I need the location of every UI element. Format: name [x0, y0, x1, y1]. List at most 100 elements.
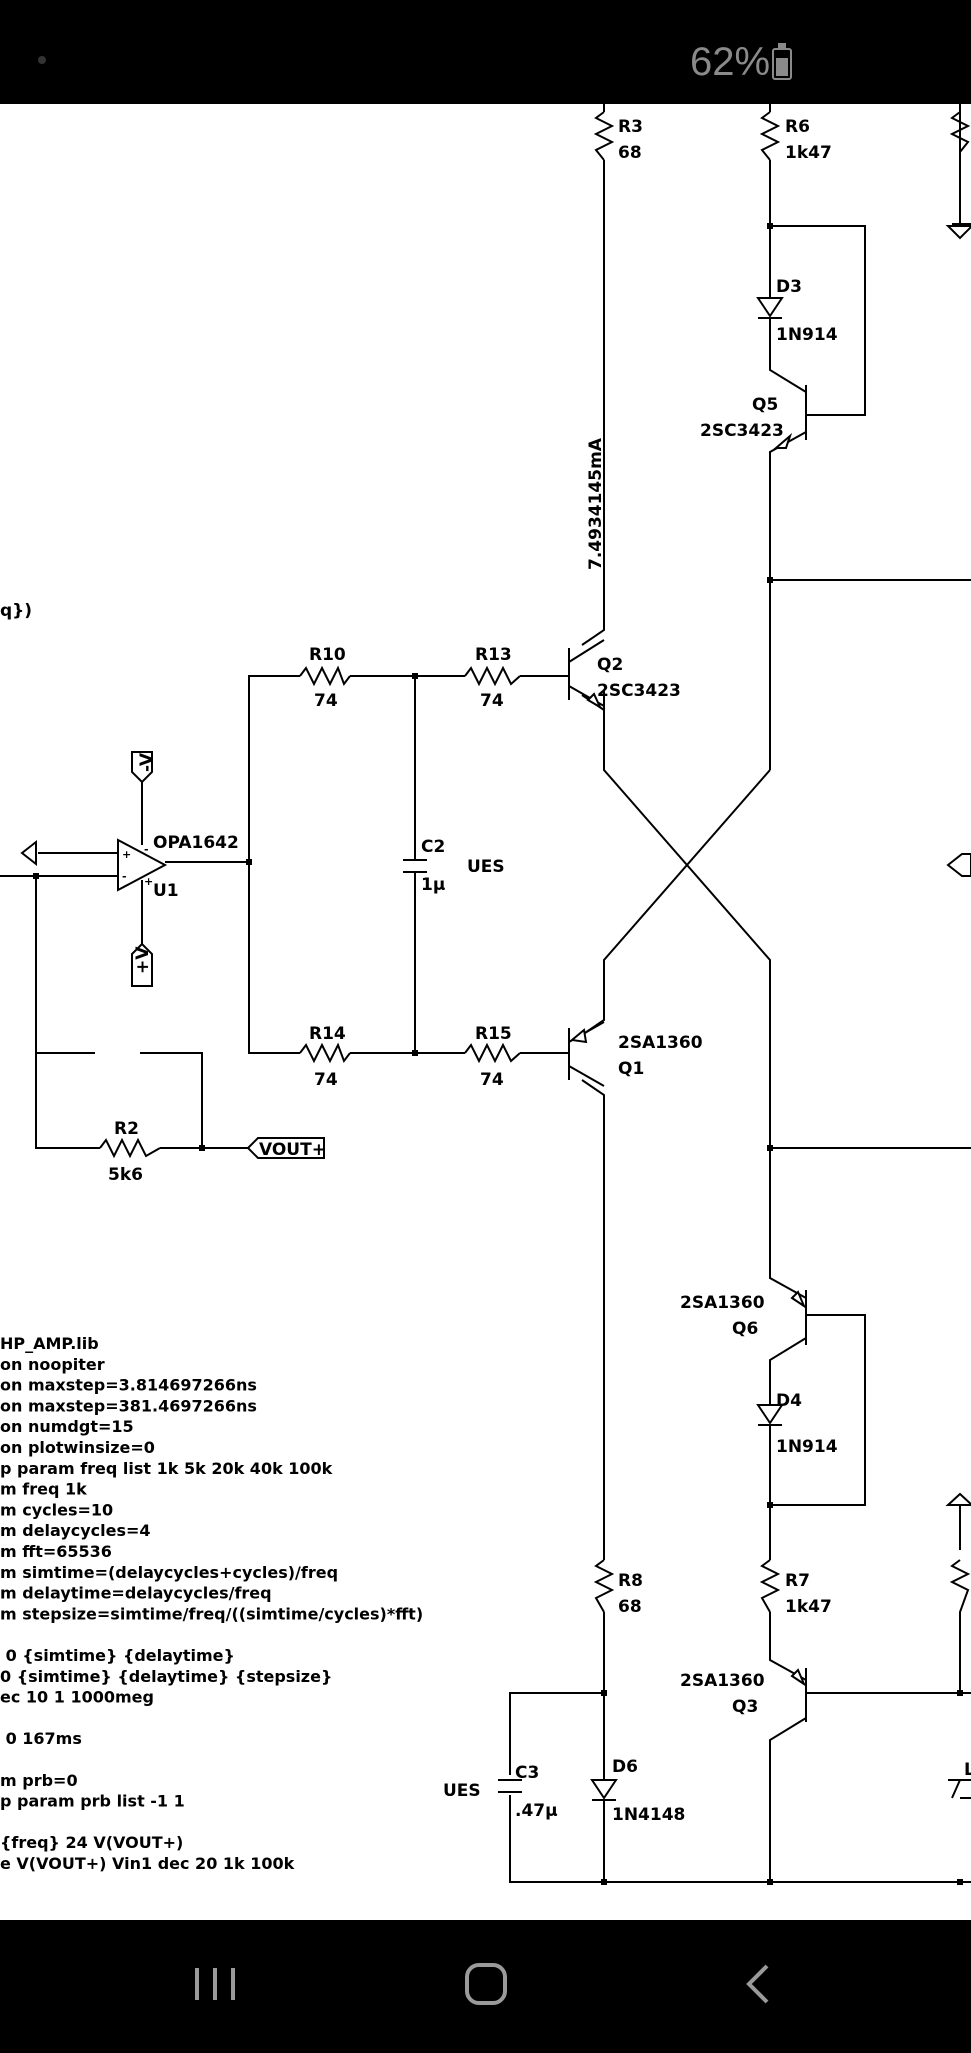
netlist-line: m prb=0 — [0, 1771, 78, 1790]
port-neg-label: -V — [137, 752, 157, 772]
r10-ref: R10 — [309, 645, 346, 665]
d4-ref: D4 — [776, 1391, 802, 1411]
capacitor-c3[interactable]: C3 .47µ UES — [443, 1763, 558, 1821]
netlist-line: ec 10 1 1000meg — [0, 1688, 154, 1707]
port-vout-label: VOUT+ — [259, 1140, 326, 1160]
q6-value: 2SA1360 — [680, 1293, 765, 1313]
netlist-line: {freq} 24 V(VOUT+) — [0, 1833, 183, 1852]
netlist-line: HP_AMP.lib — [0, 1334, 99, 1353]
back-button[interactable] — [697, 1920, 817, 2048]
diode-d4[interactable]: D4 1N914 — [756, 1391, 838, 1457]
resistor-r15[interactable]: R15 74 — [464, 1024, 521, 1090]
partial-text: q}) — [0, 601, 32, 621]
resistor-r14[interactable]: R14 74 — [299, 1024, 351, 1090]
netlist-line: on numdgt=15 — [0, 1417, 134, 1436]
resistor-r10[interactable]: R10 74 — [299, 645, 351, 711]
resistor-r3[interactable]: R3 68 — [593, 111, 643, 163]
c3-note: UES — [443, 1781, 481, 1801]
r6-value: 1k47 — [785, 143, 832, 163]
partial-supply-bottom — [945, 1492, 971, 1506]
d4-value: 1N914 — [776, 1437, 838, 1457]
port-pos-label: +V — [133, 946, 153, 974]
d3-ref: D3 — [776, 277, 802, 297]
netlist-line: m delaytime=delaycycles/freq — [0, 1584, 272, 1603]
partial-ground-top — [945, 225, 971, 240]
current-annotation: 7.4934145mA — [586, 437, 606, 570]
q2-value: 2SC3423 — [597, 681, 681, 701]
svg-text:-: - — [144, 843, 149, 856]
diode-d3[interactable]: D3 1N914 — [756, 277, 838, 345]
transistor-q6[interactable]: 2SA1360 Q6 — [680, 1290, 807, 1345]
c2-note: UES — [467, 857, 505, 877]
netlist-line: e V(VOUT+) Vin1 dec 20 1k 100k — [0, 1854, 295, 1873]
r3-value: 68 — [618, 143, 642, 163]
q5-ref: Q5 — [752, 395, 778, 415]
transistor-q1[interactable]: 2SA1360 Q1 — [568, 1021, 703, 1087]
d6-ref: D6 — [612, 1757, 638, 1777]
resistor-r2[interactable]: R2 5k6 — [99, 1119, 161, 1185]
r2-value: 5k6 — [108, 1165, 143, 1185]
recents-button[interactable] — [155, 1920, 275, 2048]
partial-diode-right — [948, 1779, 971, 1799]
schematic-canvas[interactable]: R3 68 R6 1k47 R10 74 R13 74 R14 74 R15 7… — [0, 104, 971, 1920]
home-icon — [465, 1963, 507, 2005]
wires — [0, 104, 971, 1883]
netlist-line: m delaycycles=4 — [0, 1521, 151, 1540]
transistor-q3[interactable]: 2SA1360 Q3 — [680, 1668, 807, 1722]
c2-ref: C2 — [421, 837, 445, 857]
netlist-line: 0 {simtime} {delaytime} {stepsize} — [0, 1667, 332, 1686]
svg-text:-: - — [122, 870, 127, 883]
u1-ref: U1 — [153, 881, 179, 901]
netlist-line: m cycles=10 — [0, 1500, 113, 1519]
r7-ref: R7 — [785, 1571, 810, 1591]
netlist-line: 0 {simtime} {delaytime} — [0, 1646, 235, 1665]
netlist-line: on maxstep=381.4697266ns — [0, 1396, 257, 1415]
capacitor-c2[interactable]: C2 1µ UES — [403, 837, 505, 895]
q1-ref: Q1 — [618, 1059, 644, 1079]
r10-value: 74 — [314, 691, 338, 711]
r6-ref: R6 — [785, 117, 810, 137]
port-vout[interactable]: VOUT+ — [246, 1137, 326, 1160]
netlist-line: on plotwinsize=0 — [0, 1438, 155, 1457]
r2-ref: R2 — [114, 1119, 139, 1139]
partial-resistor-top — [949, 111, 971, 153]
netlist-line: p param prb list -1 1 — [0, 1792, 185, 1811]
port-neg-supply[interactable]: -V — [131, 751, 157, 784]
transistor-q2[interactable]: Q2 2SC3423 — [568, 639, 681, 710]
svg-text:+: + — [122, 848, 131, 861]
r8-ref: R8 — [618, 1571, 643, 1591]
netlist-line: on maxstep=3.814697266ns — [0, 1376, 257, 1395]
netlist-line: 0 167ms — [0, 1729, 82, 1748]
opamp-u1[interactable]: + - - + OPA1642 U1 — [117, 833, 239, 901]
netlist-line: m fft=65536 — [0, 1542, 112, 1561]
port-pos-supply[interactable]: +V — [131, 942, 153, 987]
resistor-r13[interactable]: R13 74 — [464, 645, 521, 711]
navigation-bar — [0, 1920, 971, 2048]
resistor-r7[interactable]: R7 1k47 — [759, 1559, 832, 1617]
q3-ref: Q3 — [732, 1697, 758, 1717]
resistor-r8[interactable]: R8 68 — [593, 1559, 643, 1617]
r13-value: 74 — [480, 691, 504, 711]
status-bar: 62% — [0, 0, 971, 104]
resistor-r6[interactable]: R6 1k47 — [759, 111, 832, 163]
transistor-q5[interactable]: Q5 2SC3423 — [700, 385, 807, 449]
r7-value: 1k47 — [785, 1597, 832, 1617]
q2-ref: Q2 — [597, 655, 623, 675]
home-button[interactable] — [426, 1920, 546, 2048]
r15-value: 74 — [480, 1070, 504, 1090]
partial-resistor-bottom — [949, 1559, 971, 1693]
svg-text:+: + — [144, 875, 153, 888]
c2-value: 1µ — [421, 875, 445, 895]
netlist-line: on noopiter — [0, 1355, 105, 1374]
diode-d6[interactable]: D6 1N4148 — [590, 1757, 685, 1825]
partial-label-right: L — [964, 1760, 971, 1780]
battery-icon — [772, 43, 792, 80]
r14-ref: R14 — [309, 1024, 346, 1044]
q6-ref: Q6 — [732, 1319, 758, 1339]
schematic-svg: R3 68 R6 1k47 R10 74 R13 74 R14 74 R15 7… — [0, 104, 971, 1885]
r8-value: 68 — [618, 1597, 642, 1617]
r14-value: 74 — [314, 1070, 338, 1090]
netlist-line: m simtime=(delaycycles+cycles)/freq — [0, 1563, 338, 1582]
u1-value: OPA1642 — [153, 833, 239, 853]
